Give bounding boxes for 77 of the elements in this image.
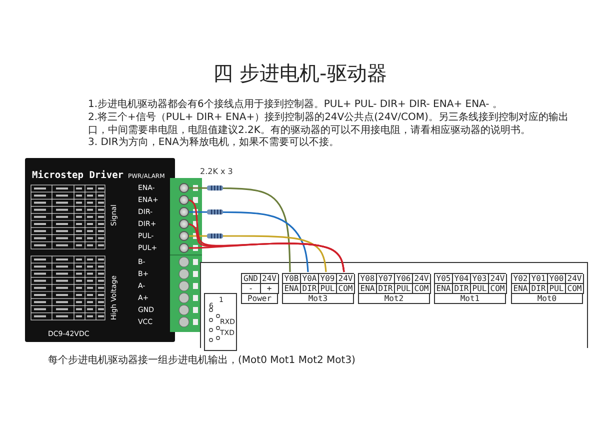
signal-label: DIR: [377, 284, 394, 294]
signal-label: ENA: [435, 284, 452, 294]
group-label: Mot0: [512, 294, 583, 304]
terminal-group: [241, 273, 278, 304]
signal-label: COM: [337, 284, 354, 294]
resistor-value-label: 2.2K x 3: [200, 167, 233, 177]
signal-label: DIR: [301, 284, 318, 294]
terminal-group: [511, 273, 583, 304]
terminal-block: [566, 274, 584, 294]
wire: [189, 211, 309, 272]
group-label: Mot2: [359, 294, 430, 304]
terminal-group: [282, 273, 354, 304]
caption: 每个步进电机驱动器接一组步进电机输出，(Mot0 Mot1 Mot2 Mot3): [48, 354, 356, 367]
signal-label: PUL: [395, 284, 412, 294]
signal-label: -: [242, 284, 260, 294]
terminal-block: [471, 274, 489, 294]
terminal-label: Y01: [530, 274, 547, 284]
terminal-block: [453, 274, 471, 294]
terminal-block: [319, 274, 337, 294]
terminal-label: Y09: [319, 274, 336, 284]
signal-label: COM: [566, 284, 583, 294]
wire: [189, 235, 327, 272]
terminal-block: [395, 274, 413, 294]
note-text: 3. DIR为方向，ENA为释放电机，如果不需要可以不接。: [88, 137, 340, 150]
terminal-block: [377, 274, 395, 294]
signal-label: ENA: [359, 284, 376, 294]
terminal-block: [242, 274, 260, 294]
terminal-label: Y04: [453, 274, 470, 284]
terminal-label: 24V: [337, 274, 354, 284]
terminal-block: [359, 274, 377, 294]
group-label: Power: [242, 294, 278, 304]
terminal-label: Y05: [435, 274, 452, 284]
terminal-label: Y06: [395, 274, 412, 284]
signal-label: PUL: [471, 284, 488, 294]
terminal-group: [358, 273, 430, 304]
terminal-label: 24V: [260, 274, 278, 284]
terminal-label: Y07: [377, 274, 394, 284]
terminal-block: [301, 274, 319, 294]
terminal-group: [434, 273, 506, 304]
wire: [189, 242, 345, 272]
terminal-block: [337, 274, 355, 294]
title: 四 步进电机-驱动器: [212, 60, 388, 87]
terminal-label: Y08: [359, 274, 376, 284]
signal-label: ENA: [283, 284, 300, 294]
terminal-block: [512, 274, 530, 294]
terminal-block: [435, 274, 453, 294]
terminal-label: Y02: [512, 274, 529, 284]
terminal-block: [283, 274, 301, 294]
terminal-label: 24V: [413, 274, 430, 284]
terminal-label: Y0A: [301, 274, 318, 284]
terminal-label: GND: [242, 274, 260, 284]
signal-label: ENA: [512, 284, 529, 294]
signal-label: PUL: [319, 284, 336, 294]
signal-label: DIR: [453, 284, 470, 294]
serial-port-outline: [204, 293, 237, 351]
terminal-label: 24V: [489, 274, 506, 284]
terminal-block: [413, 274, 431, 294]
note-text: 1.步进电机驱动器都会有6个接线点用于接到控制器。PUL+ PUL- DIR+ DIR- ENA+ ENA- 。: [88, 99, 504, 112]
signal-label: COM: [413, 284, 430, 294]
signal-label: PUL: [548, 284, 565, 294]
note-text: 2.将三个+信号（PUL+ DIR+ ENA+）接到控制器的24V公共点(24V/COM)。另三条线接到控制对应的输出口，中间需要串电阻，电阻值建议2.2K。有的驱动器的可以不用接电阻，请看相应驱动器的说明书。: [88, 112, 570, 136]
terminal-block: [530, 274, 548, 294]
terminal-label: Y00: [548, 274, 565, 284]
terminal-block: [548, 274, 566, 294]
terminal-label: Y03: [471, 274, 488, 284]
terminal-block: [260, 274, 279, 294]
terminal-label: Y0B: [283, 274, 300, 284]
terminal-block: [489, 274, 507, 294]
group-label: Mot1: [435, 294, 506, 304]
group-label: Mot3: [283, 294, 354, 304]
signal-label: DIR: [530, 284, 547, 294]
signal-label: COM: [489, 284, 506, 294]
terminal-label: 24V: [566, 274, 583, 284]
signal-label: +: [260, 284, 278, 294]
wire: [189, 187, 291, 272]
device-name: Microstep Driver: [32, 170, 124, 182]
controller-outline: [200, 262, 588, 348]
